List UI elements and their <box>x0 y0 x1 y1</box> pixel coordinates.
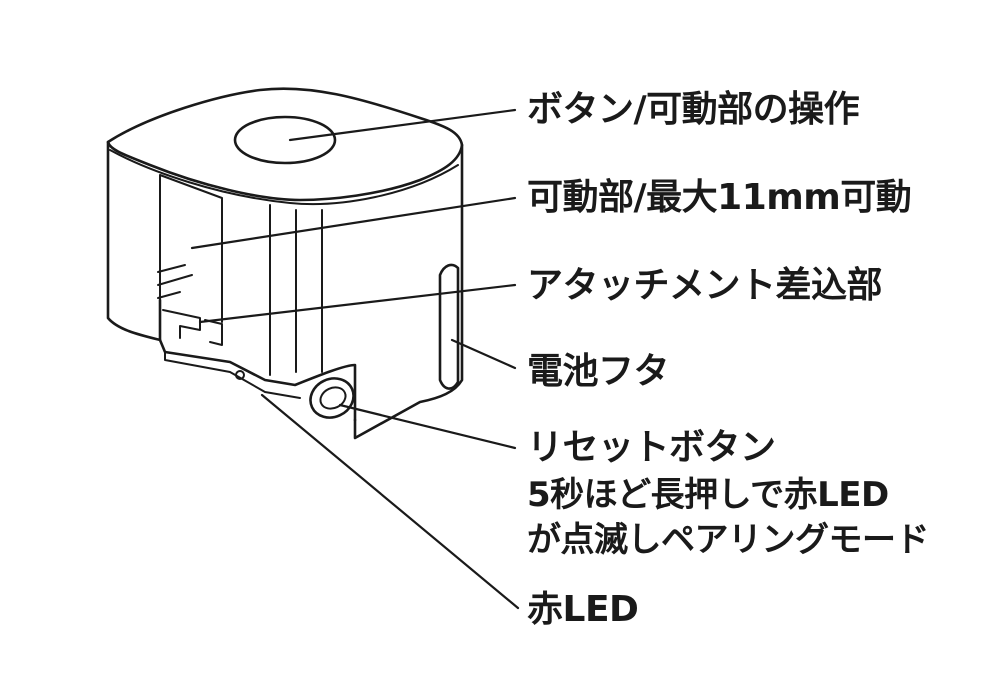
device-top-rim <box>109 149 459 206</box>
label-attachment-slot: アタッチメント差込部 <box>527 265 883 306</box>
leader-lines <box>190 108 520 610</box>
label-reset-desc-2: が点滅しペアリングモード <box>527 520 930 560</box>
leader-led <box>260 393 520 610</box>
top-button <box>233 115 337 165</box>
label-reset-desc-1: 5秒ほど長押しで赤LED <box>527 475 889 515</box>
battery-cover <box>438 263 460 390</box>
label-battery-cover: 電池フタ <box>527 351 670 392</box>
label-button-operation: ボタン/可動部の操作 <box>527 89 860 130</box>
leader-battery <box>450 338 517 370</box>
attachment-slot <box>158 298 357 422</box>
device-left-face <box>106 140 162 342</box>
leader-button <box>288 108 517 142</box>
device-right-face <box>353 143 464 440</box>
reset-button-outer <box>309 377 355 419</box>
device-top-face <box>106 87 464 202</box>
label-movable-part: 可動部/最大11mm可動 <box>527 177 912 218</box>
front-grooves <box>295 209 323 373</box>
movable-panel <box>159 174 223 323</box>
leader-movable <box>190 196 517 250</box>
label-reset-button: リセットボタン <box>527 427 776 468</box>
red-led-dot <box>235 370 245 380</box>
reset-button-inner <box>319 386 347 410</box>
attachment-bottom <box>164 351 301 399</box>
label-red-led: 赤LED <box>527 589 639 630</box>
device-illustration <box>106 87 464 440</box>
movable-marks <box>157 264 193 299</box>
attachment-tabs <box>162 309 223 346</box>
leader-attachment <box>198 283 517 324</box>
leader-reset <box>338 403 517 450</box>
